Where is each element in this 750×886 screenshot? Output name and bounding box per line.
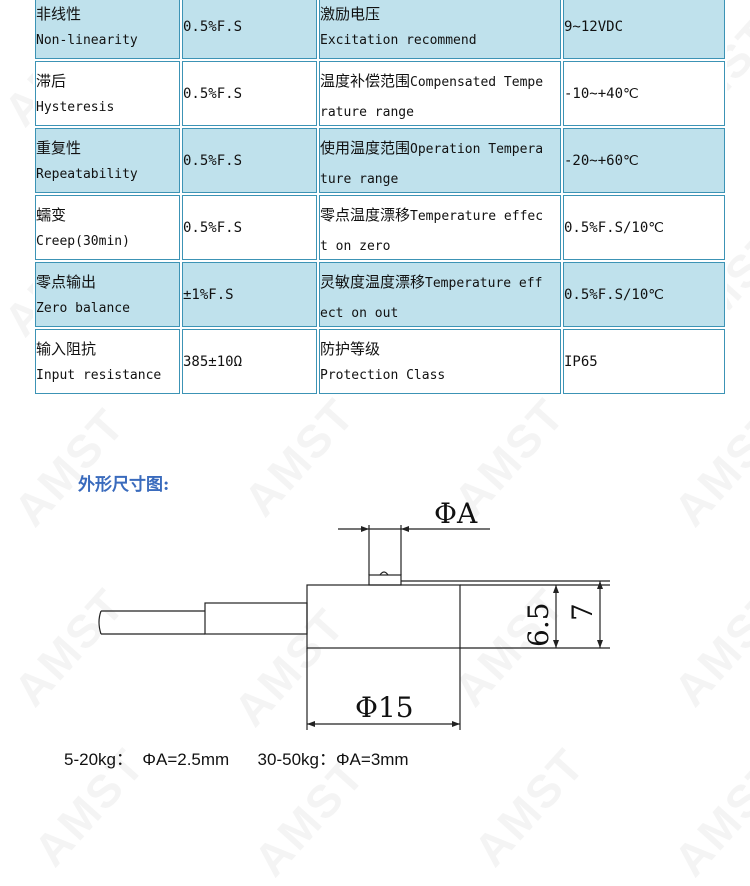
value-cell: 0.5%F.S bbox=[182, 128, 317, 193]
param-name-en: Compensated Tempe bbox=[410, 75, 544, 90]
sensor-body bbox=[306, 584, 461, 649]
phi-a-caption: 5-20kg： ΦA=2.5mm 30-50kg：ΦA=3mm bbox=[64, 750, 409, 769]
value-cell: ±1%F.S bbox=[182, 262, 317, 327]
arrowhead bbox=[361, 526, 369, 532]
cable-end bbox=[98, 610, 102, 635]
arrowhead bbox=[452, 721, 460, 727]
param-value: IP65 bbox=[564, 354, 598, 370]
param-name-zh: 重复性 bbox=[36, 139, 82, 157]
param-name-zh: 滞后 bbox=[36, 72, 67, 90]
value-cell: 0.5%F.S bbox=[182, 195, 317, 260]
param-name-zh: 零点温度漂移 bbox=[320, 206, 411, 224]
param-name-en: Non-linearity bbox=[36, 33, 138, 48]
param-name-en-cont: rature range bbox=[320, 104, 414, 120]
value-cell: 385±10Ω bbox=[182, 329, 317, 394]
table-row: 滞后 Hysteresis 0.5%F.S 温度补偿范围Compensated … bbox=[35, 61, 725, 126]
param-cell: 重复性 Repeatability bbox=[35, 128, 180, 193]
arrowhead bbox=[401, 526, 409, 532]
param-name-en-cont: ect on out bbox=[320, 305, 399, 321]
param-value: 0.5%F.S bbox=[183, 220, 243, 236]
value-cell: 0.5%F.S bbox=[182, 61, 317, 126]
param-name-en: Hysteresis bbox=[36, 100, 115, 115]
value-cell: -10~+40℃ bbox=[563, 61, 725, 126]
table-row: 零点输出 Zero balance ±1%F.S 灵敏度温度漂移Temperat… bbox=[35, 262, 725, 327]
load-button-top bbox=[379, 571, 389, 576]
load-button bbox=[368, 574, 402, 586]
param-cell: 零点输出 Zero balance bbox=[35, 262, 180, 327]
param-value: 9~12VDC bbox=[564, 19, 624, 35]
param-value: -20~+60℃ bbox=[564, 153, 639, 169]
param-name-zh: 零点输出 bbox=[36, 273, 97, 291]
param-cell: 温度补偿范围Compensated Tempe rature range bbox=[319, 61, 561, 126]
param-cell: 非线性 Non-linearity bbox=[35, 0, 180, 59]
param-name-zh: 防护等级 bbox=[320, 340, 381, 358]
param-name-en-cont: t on zero bbox=[320, 238, 391, 254]
param-name-zh: 使用温度范围 bbox=[320, 139, 411, 157]
watermark: AMST bbox=[663, 748, 750, 886]
param-value: 0.5%F.S/10℃ bbox=[564, 220, 665, 236]
arrowhead bbox=[307, 721, 315, 727]
phi-a-label: ΦA bbox=[434, 497, 478, 530]
arrowhead bbox=[553, 585, 559, 593]
param-name-line: 温度补偿范围Compensated Tempe bbox=[320, 62, 560, 91]
height-inner-label: 6.5 bbox=[522, 602, 555, 647]
value-cell: IP65 bbox=[563, 329, 725, 394]
value-cell: 9~12VDC bbox=[563, 0, 725, 59]
value-cell: 0.5%F.S bbox=[182, 0, 317, 59]
arrowhead bbox=[597, 581, 603, 589]
param-name-en-cont: ture range bbox=[320, 171, 399, 187]
param-name-zh: 蠕变 bbox=[36, 206, 67, 224]
param-value: ±1%F.S bbox=[183, 287, 234, 303]
param-value: 385±10Ω bbox=[183, 354, 243, 370]
spec-table: 非线性 Non-linearity 0.5%F.S 激励电压 Excitatio… bbox=[33, 0, 727, 396]
param-cell: 防护等级 Protection Class bbox=[319, 329, 561, 394]
table-row: 重复性 Repeatability 0.5%F.S 使用温度范围Operatio… bbox=[35, 128, 725, 193]
value-cell: 0.5%F.S/10℃ bbox=[563, 262, 725, 327]
param-name-zh: 温度补偿范围 bbox=[320, 72, 411, 90]
value-cell: -20~+60℃ bbox=[563, 128, 725, 193]
table-row: 输入阻抗 Input resistance 385±10Ω 防护等级 Prote… bbox=[35, 329, 725, 394]
dimension-drawing: ΦA 6.5 7 Φ15 bbox=[98, 497, 610, 730]
param-value: 0.5%F.S bbox=[183, 86, 243, 102]
param-cell: 滞后 Hysteresis bbox=[35, 61, 180, 126]
param-name-zh: 激励电压 bbox=[320, 5, 381, 23]
section-title: 外形尺寸图: bbox=[78, 475, 170, 495]
watermark: AMST bbox=[463, 738, 596, 877]
param-name-en: Protection Class bbox=[320, 368, 446, 383]
param-name-zh: 输入阻抗 bbox=[36, 340, 97, 358]
param-cell: 输入阻抗 Input resistance bbox=[35, 329, 180, 394]
param-name-line: 零点温度漂移Temperature effec bbox=[320, 196, 560, 225]
param-name-line: 使用温度范围Operation Tempera bbox=[320, 129, 560, 158]
param-name-line: 灵敏度温度漂移Temperature eff bbox=[320, 263, 560, 292]
param-value: 0.5%F.S bbox=[183, 19, 243, 35]
param-name-en: Temperature eff bbox=[425, 276, 543, 291]
param-value: -10~+40℃ bbox=[564, 86, 639, 102]
param-name-en: Temperature effec bbox=[410, 209, 544, 224]
param-name-en: Operation Tempera bbox=[410, 142, 544, 157]
param-cell: 蠕变 Creep(30min) bbox=[35, 195, 180, 260]
cable-gland bbox=[204, 602, 308, 635]
param-cell: 激励电压 Excitation recommend bbox=[319, 0, 561, 59]
arrowhead bbox=[597, 640, 603, 648]
param-cell: 灵敏度温度漂移Temperature eff ect on out bbox=[319, 262, 561, 327]
param-name-en: Input resistance bbox=[36, 368, 162, 383]
param-name-en: Excitation recommend bbox=[320, 33, 477, 48]
table-row: 蠕变 Creep(30min) 0.5%F.S 零点温度漂移Temperatur… bbox=[35, 195, 725, 260]
param-name-en: Creep(30min) bbox=[36, 234, 130, 249]
param-value: 0.5%F.S bbox=[183, 153, 243, 169]
table-row: 非线性 Non-linearity 0.5%F.S 激励电压 Excitatio… bbox=[35, 0, 725, 59]
param-name-en: Repeatability bbox=[36, 167, 138, 182]
value-cell: 0.5%F.S/10℃ bbox=[563, 195, 725, 260]
param-name-en: Zero balance bbox=[36, 301, 130, 316]
param-value: 0.5%F.S/10℃ bbox=[564, 287, 665, 303]
param-name-zh: 灵敏度温度漂移 bbox=[320, 273, 426, 291]
param-cell: 使用温度范围Operation Tempera ture range bbox=[319, 128, 561, 193]
diameter-label: Φ15 bbox=[355, 691, 414, 724]
arrowhead bbox=[553, 640, 559, 648]
height-outer-label: 7 bbox=[566, 603, 599, 621]
param-name-zh: 非线性 bbox=[36, 5, 82, 23]
param-cell: 零点温度漂移Temperature effec t on zero bbox=[319, 195, 561, 260]
